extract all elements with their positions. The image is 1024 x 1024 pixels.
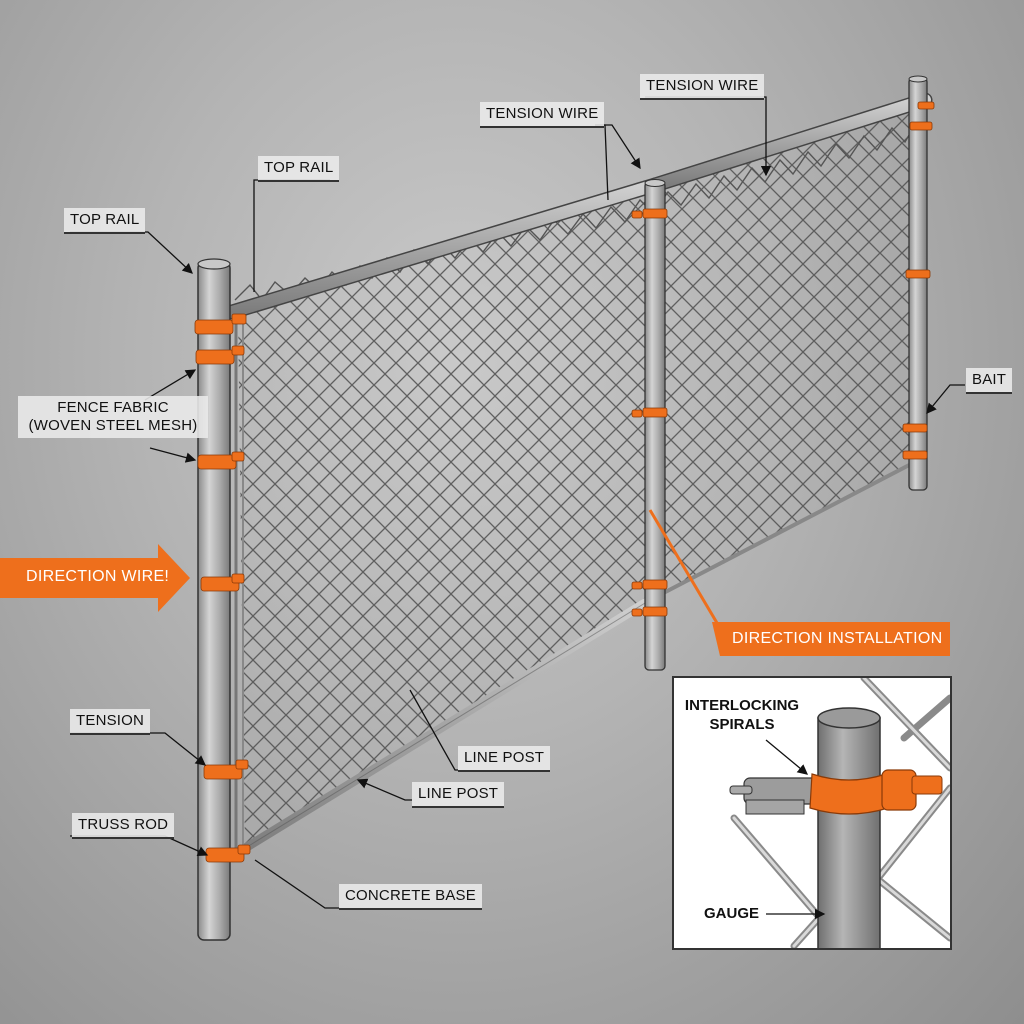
fence-fabric-mesh xyxy=(234,110,919,854)
inset-tension-band xyxy=(809,773,889,815)
inset-gauge-label: GAUGE xyxy=(704,905,760,922)
direction-wire-banner-text: DIRECTION WIRE! xyxy=(26,568,170,585)
inset-title-line2: SPIRALS xyxy=(709,716,775,733)
detail-inset: INTERLOCKING SPIRALS GAUGE xyxy=(672,676,952,950)
label-fence-fabric-line2: (WOVEN STEEL MESH) xyxy=(28,417,198,434)
label-truss-rod: TRUSS ROD xyxy=(72,813,175,839)
label-top-rail-mid: TOP RAIL xyxy=(258,156,340,182)
inset-title-line1: INTERLOCKING xyxy=(684,697,800,714)
inset-illustration xyxy=(729,678,950,948)
terminal-post-right xyxy=(908,75,928,491)
label-tension-wire-2: TENSION WIRE xyxy=(640,74,765,100)
label-concrete-base: CONCRETE BASE xyxy=(339,884,482,910)
label-fence-fabric-line1: FENCE FABRIC xyxy=(57,399,169,416)
label-bait: BAIT xyxy=(966,368,1013,394)
inset-post xyxy=(817,717,881,948)
direction-installation-banner xyxy=(712,622,950,656)
line-post-middle xyxy=(644,179,666,671)
tension-bands xyxy=(194,101,935,863)
label-fence-fabric: FENCE FABRIC (WOVEN STEEL MESH) xyxy=(18,396,208,438)
direction-installation-banner-text: DIRECTION INSTALLATION xyxy=(732,630,943,647)
label-line-post-2: LINE POST xyxy=(412,782,505,808)
top-rail xyxy=(224,92,933,320)
direction-wire-arrow xyxy=(0,544,190,612)
label-line-post-1: LINE POST xyxy=(458,746,551,772)
label-tension: TENSION xyxy=(70,709,151,735)
label-top-rail-left: TOP RAIL xyxy=(64,208,146,234)
label-tension-wire-1: TENSION WIRE xyxy=(480,102,605,128)
inset-title: INTERLOCKING SPIRALS xyxy=(682,696,802,734)
